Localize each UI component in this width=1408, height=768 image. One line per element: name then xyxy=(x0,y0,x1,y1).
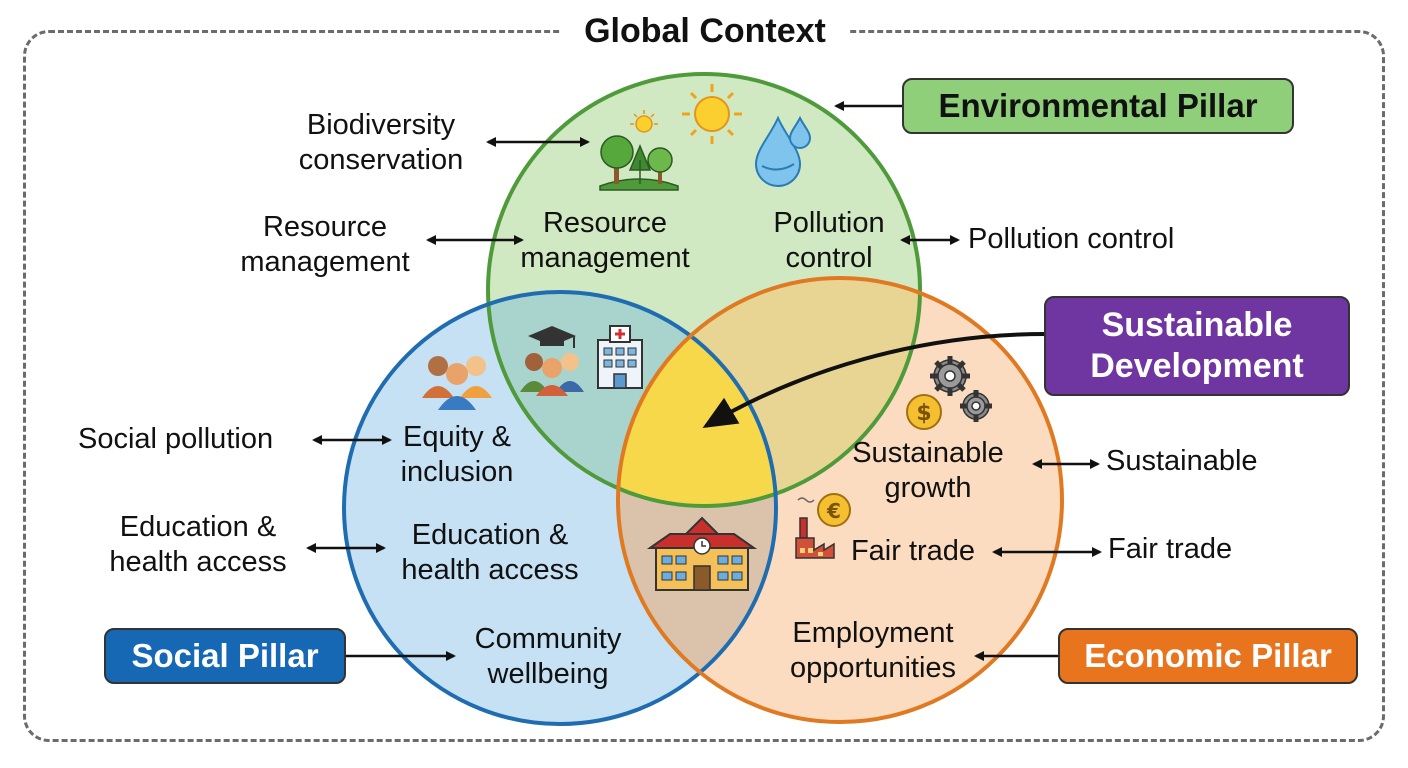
factory-euro-icon: € xyxy=(795,493,851,559)
economic-pillar-label: Economic Pillar xyxy=(1084,637,1332,674)
arrow-sustainable-development xyxy=(702,332,1047,429)
social-pillar-label: Social Pillar xyxy=(131,637,319,674)
env-resource-management-label: Resource management xyxy=(520,207,690,274)
sustainable-development-badge: Sustainable Development xyxy=(1044,296,1350,396)
outside-education-label: Education & health access xyxy=(109,511,287,578)
hospital-icon xyxy=(597,325,643,389)
environmental-pillar-badge: Environmental Pillar xyxy=(902,78,1294,134)
econ-sustainable-growth-label: Sustainable growth xyxy=(852,437,1004,504)
outside-resource-management-label: Resource management xyxy=(240,211,410,278)
social-education-label: Education & health access xyxy=(401,519,579,586)
social-equity-label: Equity & inclusion xyxy=(400,421,514,488)
economic-pillar-badge: Economic Pillar xyxy=(1058,628,1358,684)
svg-text:$: $ xyxy=(916,401,931,426)
sun-icon xyxy=(682,84,742,144)
env-pollution-control-label: Pollution control xyxy=(773,207,885,274)
water-drop-icon xyxy=(754,115,812,187)
environmental-pillar-label: Environmental Pillar xyxy=(938,87,1258,124)
social-pillar-badge: Social Pillar xyxy=(104,628,346,684)
small-sun-icon xyxy=(630,110,658,133)
trees-icon xyxy=(599,135,679,191)
people-icon xyxy=(422,356,492,410)
global-context-title: Global Context xyxy=(560,8,850,54)
outside-social-pollution-label: Social pollution xyxy=(78,423,274,455)
outside-biodiversity-label: Biodiversity conservation xyxy=(298,109,464,176)
econ-employment-label: Employment opportunities xyxy=(789,617,957,684)
social-community-label: Community wellbeing xyxy=(474,623,622,690)
graduation-people-icon xyxy=(520,326,584,396)
svg-text:€: € xyxy=(826,499,841,523)
sustainable-development-label: Sustainable Development xyxy=(1090,306,1304,385)
outside-sustainable-label: Sustainable xyxy=(1106,445,1258,477)
school-icon xyxy=(646,516,758,591)
outside-fair-trade-label: Fair trade xyxy=(1108,533,1233,565)
econ-fair-trade-label: Fair trade xyxy=(850,535,976,567)
outside-pollution-control-label: Pollution control xyxy=(968,223,1175,255)
gears-coin-icon: $ xyxy=(906,356,992,430)
